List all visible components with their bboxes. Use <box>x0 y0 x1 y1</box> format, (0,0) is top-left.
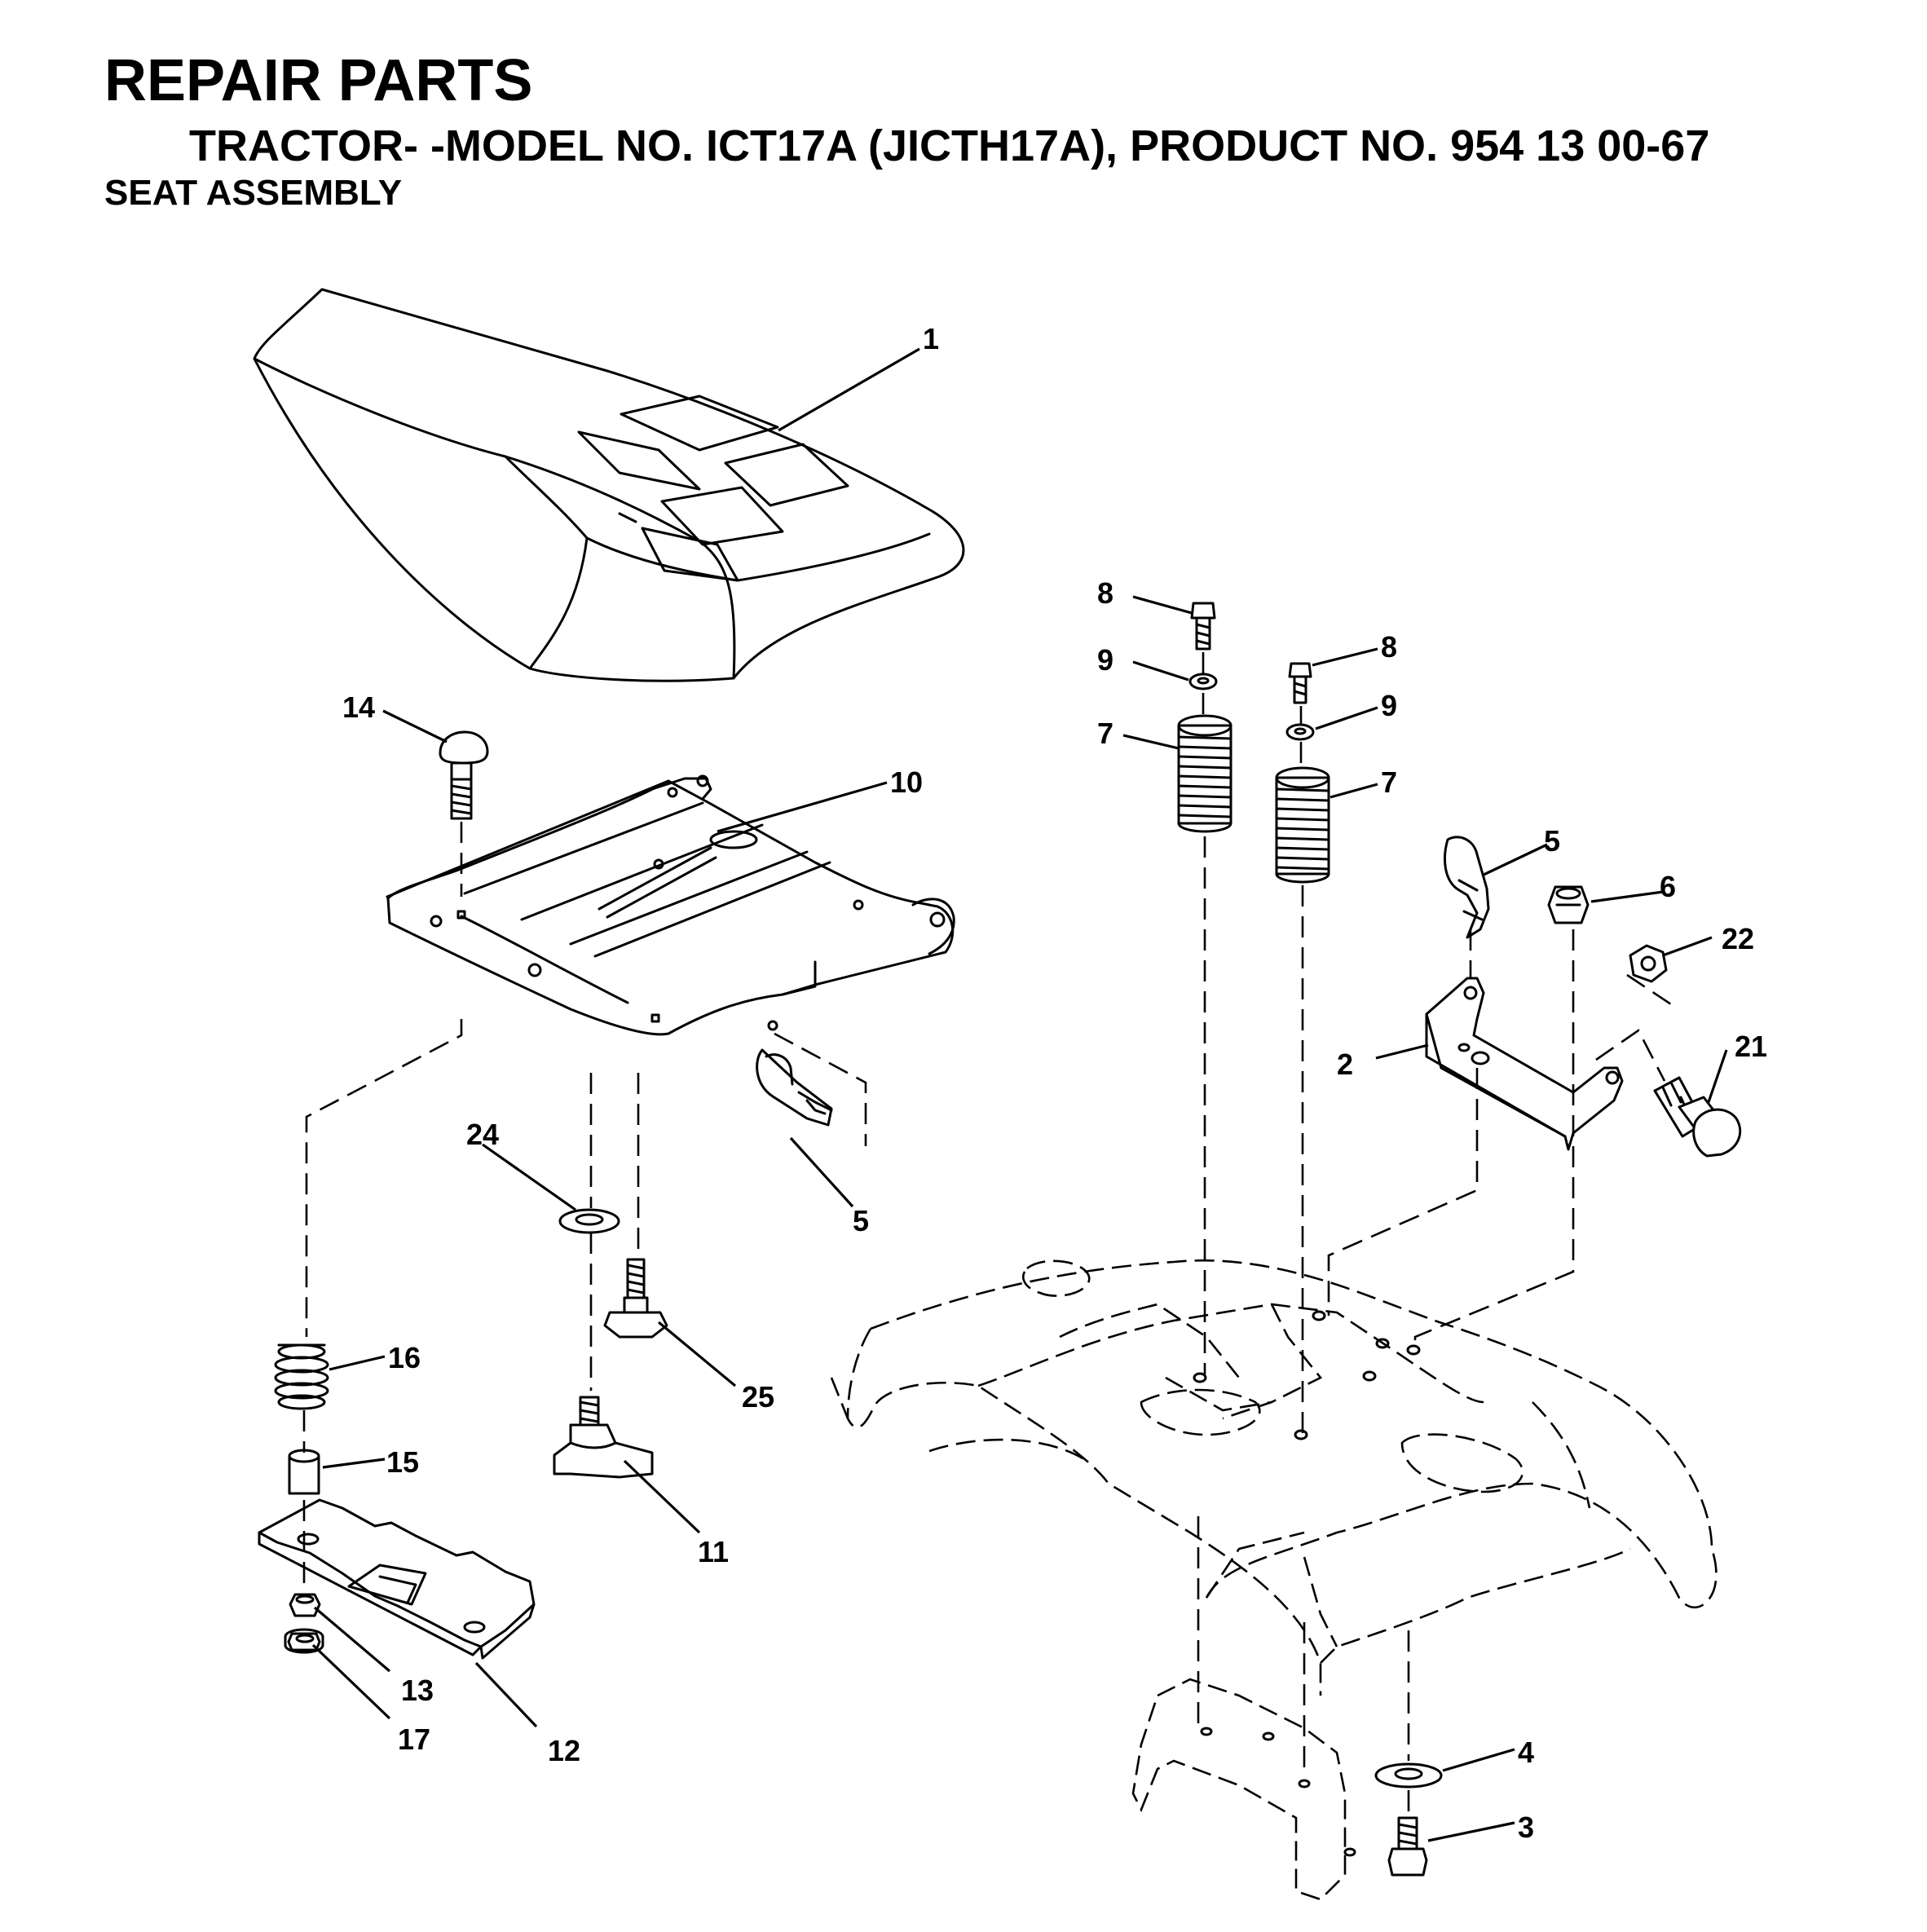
bolt-part-8-left <box>1190 602 1216 651</box>
callout-8-left: 8 <box>1097 576 1113 610</box>
clip-part-5-left <box>756 1048 833 1127</box>
callout-10: 10 <box>890 765 923 799</box>
callout-5-right: 5 <box>1544 824 1560 858</box>
seat-pan-part-10 <box>386 774 955 1036</box>
callout-17: 17 <box>398 1722 430 1756</box>
page-title: REPAIR PARTS <box>104 48 533 113</box>
leader-lines <box>311 347 1728 1842</box>
bolt-part-8-right <box>1288 662 1312 704</box>
bolt-part-25 <box>603 1258 668 1339</box>
callout-7-left: 7 <box>1097 717 1113 750</box>
callout-7-right: 7 <box>1381 765 1397 799</box>
bolt-part-3 <box>1387 1816 1428 1877</box>
spring-part-7-left <box>1177 714 1232 833</box>
nut-part-22 <box>1629 944 1668 983</box>
callout-24: 24 <box>466 1118 499 1151</box>
callout-8-right: 8 <box>1381 630 1397 664</box>
model-subtitle: TRACTOR- -MODEL NO. ICT17A (JICTH17A), P… <box>189 121 1710 170</box>
slide-plate-part-12 <box>258 1498 536 1660</box>
callout-2: 2 <box>1337 1048 1353 1081</box>
section-title: SEAT ASSEMBLY <box>104 173 403 213</box>
callout-1: 1 <box>923 322 939 355</box>
spring-part-16 <box>274 1343 329 1410</box>
knob-part-11 <box>553 1396 654 1479</box>
fender-reference-dashed <box>830 1259 1718 1901</box>
callout-4: 4 <box>1518 1736 1534 1769</box>
callout-25: 25 <box>742 1380 774 1414</box>
callout-6: 6 <box>1660 870 1676 903</box>
callout-16: 16 <box>388 1341 421 1374</box>
seat-part-1 <box>253 288 965 682</box>
callout-11: 11 <box>698 1535 729 1568</box>
bracket-part-2 <box>1425 977 1624 1151</box>
washer-part-9-left <box>1188 673 1218 690</box>
callout-12: 12 <box>548 1734 580 1767</box>
bolt-part-21 <box>1653 1076 1741 1158</box>
spacer-part-15 <box>288 1449 320 1495</box>
bolt-part-14 <box>439 730 489 820</box>
nut-part-13 <box>289 1593 321 1617</box>
callout-numbers: 1 2 3 4 5 5 6 7 7 8 8 9 9 10 11 12 13 14… <box>342 322 1767 1844</box>
washer-part-9-right <box>1285 723 1315 741</box>
callout-14: 14 <box>342 690 375 724</box>
clip-part-5-right <box>1444 836 1490 939</box>
callout-5-left: 5 <box>853 1204 869 1237</box>
callout-9-left: 9 <box>1097 643 1113 677</box>
washer-part-4 <box>1374 1762 1443 1789</box>
washer-part-24 <box>558 1208 620 1234</box>
callout-22: 22 <box>1722 922 1754 955</box>
callout-9-right: 9 <box>1381 689 1397 722</box>
alignment-lines <box>302 652 1677 1815</box>
nut-part-6 <box>1547 885 1590 924</box>
callout-15: 15 <box>386 1445 419 1479</box>
callout-13: 13 <box>401 1674 434 1707</box>
spring-part-7-right <box>1275 766 1330 884</box>
callout-21: 21 <box>1735 1030 1767 1063</box>
callout-3: 3 <box>1518 1811 1534 1844</box>
